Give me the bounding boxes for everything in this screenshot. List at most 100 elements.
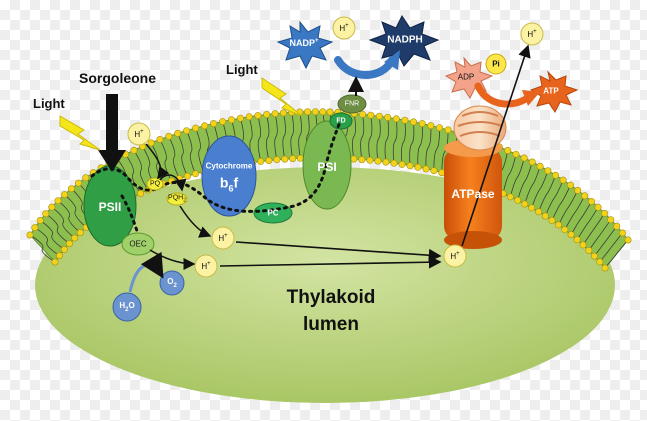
lipid-head <box>130 146 138 154</box>
lipid-head <box>561 226 569 234</box>
lipid-head <box>594 203 602 211</box>
lipid-head <box>504 147 512 155</box>
proton-h: H <box>527 29 534 39</box>
lipid-head <box>183 127 191 135</box>
proton-plus: + <box>207 261 211 268</box>
lipid-tail <box>282 112 286 160</box>
atpase-proton-channel-arrow <box>461 44 531 247</box>
lumen-title-line2: lumen <box>303 314 359 335</box>
lipid-head <box>358 156 366 164</box>
lipid-tail <box>517 161 533 201</box>
atp-synthesis-arrow <box>474 82 534 108</box>
lipid-head <box>228 116 236 124</box>
proton-label-lumen-1: H+ <box>218 233 227 243</box>
water-o: O <box>128 301 135 311</box>
oxygen-label: O2 <box>167 277 177 289</box>
electron-transport-path <box>90 120 342 213</box>
pq-molecule <box>146 177 164 191</box>
nadp-label: NADP+ <box>289 38 318 48</box>
lipid-tail <box>64 194 87 228</box>
light-label-right: Light <box>226 62 258 77</box>
lipid-head <box>210 120 218 128</box>
proton-atpase-lumen <box>443 244 467 268</box>
lipid-head <box>607 216 615 224</box>
atp-star <box>529 70 579 113</box>
b6f-subscript: 6 <box>228 183 234 194</box>
lipid-head <box>384 113 392 121</box>
lipid-head <box>147 139 155 147</box>
lightning-bolt-left <box>59 115 101 151</box>
lipid-head <box>236 114 244 122</box>
lipid-head <box>257 157 265 165</box>
lipid-head <box>506 193 514 201</box>
lipid-head <box>263 111 271 119</box>
lipid-tail <box>510 157 525 197</box>
lipid-head <box>61 191 69 199</box>
lipid-tail <box>34 227 60 256</box>
lipid-tail <box>177 133 188 177</box>
lipid-tail <box>604 239 629 269</box>
lipid-head <box>265 157 273 165</box>
lipid-head <box>289 155 297 163</box>
fnr-enzyme <box>337 94 367 114</box>
lipid-head <box>183 172 191 180</box>
lipid-head <box>613 222 621 230</box>
atpase-label: ATPase <box>451 187 495 201</box>
lipid-tail <box>417 123 423 168</box>
lipid-head <box>390 159 398 167</box>
b6f-f: f <box>233 174 239 191</box>
lipid-tail <box>274 113 278 160</box>
lipid-head <box>444 126 452 134</box>
lipid-head <box>375 112 383 120</box>
lipid-head <box>26 231 34 239</box>
pi-molecule <box>485 53 507 75</box>
proton-h: H <box>134 129 141 139</box>
lipid-tail <box>195 127 204 172</box>
lipid-tail <box>352 113 356 160</box>
proton-plus: + <box>345 23 349 30</box>
lipid-head <box>409 118 417 126</box>
light-label-left: Light <box>33 96 65 111</box>
nadph-label: NADPH <box>387 34 423 46</box>
proton-h: H <box>218 233 225 243</box>
lipid-head <box>618 229 626 237</box>
lipid-head <box>60 246 68 254</box>
lipid-head <box>541 212 549 220</box>
oxygen-subscript: 2 <box>173 282 177 289</box>
lipid-head <box>566 181 574 189</box>
lipid-head <box>137 189 145 197</box>
proton-stroma-right <box>520 22 544 46</box>
lipid-head <box>42 210 50 218</box>
atp-label: ATP <box>543 86 559 96</box>
lipid-head <box>554 221 562 229</box>
lipid-head <box>273 156 281 164</box>
lipid-head <box>311 108 319 116</box>
proton-lumen-1 <box>211 226 235 250</box>
lipid-head <box>590 252 598 260</box>
lipid-head <box>36 217 44 225</box>
lipid-tail <box>570 201 592 235</box>
lipid-tail <box>582 213 605 246</box>
lipid-head <box>174 129 182 137</box>
lipid-head <box>254 112 262 120</box>
lipid-tail <box>502 154 517 194</box>
proton-label-stroma-left: H+ <box>134 129 143 139</box>
lipid-head <box>319 108 327 116</box>
lipid-head <box>67 185 75 193</box>
lipid-tail <box>51 206 75 239</box>
lipid-head <box>573 236 581 244</box>
fd-shuttle <box>329 112 353 130</box>
lipid-tail <box>298 111 302 159</box>
lipid-head <box>71 234 79 242</box>
lipid-tail <box>39 220 65 250</box>
lipid-head <box>427 122 435 130</box>
lipid-tail <box>368 115 373 161</box>
lipid-head <box>54 197 62 205</box>
lipid-tail <box>401 120 406 165</box>
lipid-tail <box>544 179 564 217</box>
lipid-head <box>271 110 279 118</box>
lipid-tail <box>558 190 579 226</box>
proton-label-atpase: H+ <box>450 251 459 261</box>
cytochrome-b6f-complex <box>201 135 257 217</box>
